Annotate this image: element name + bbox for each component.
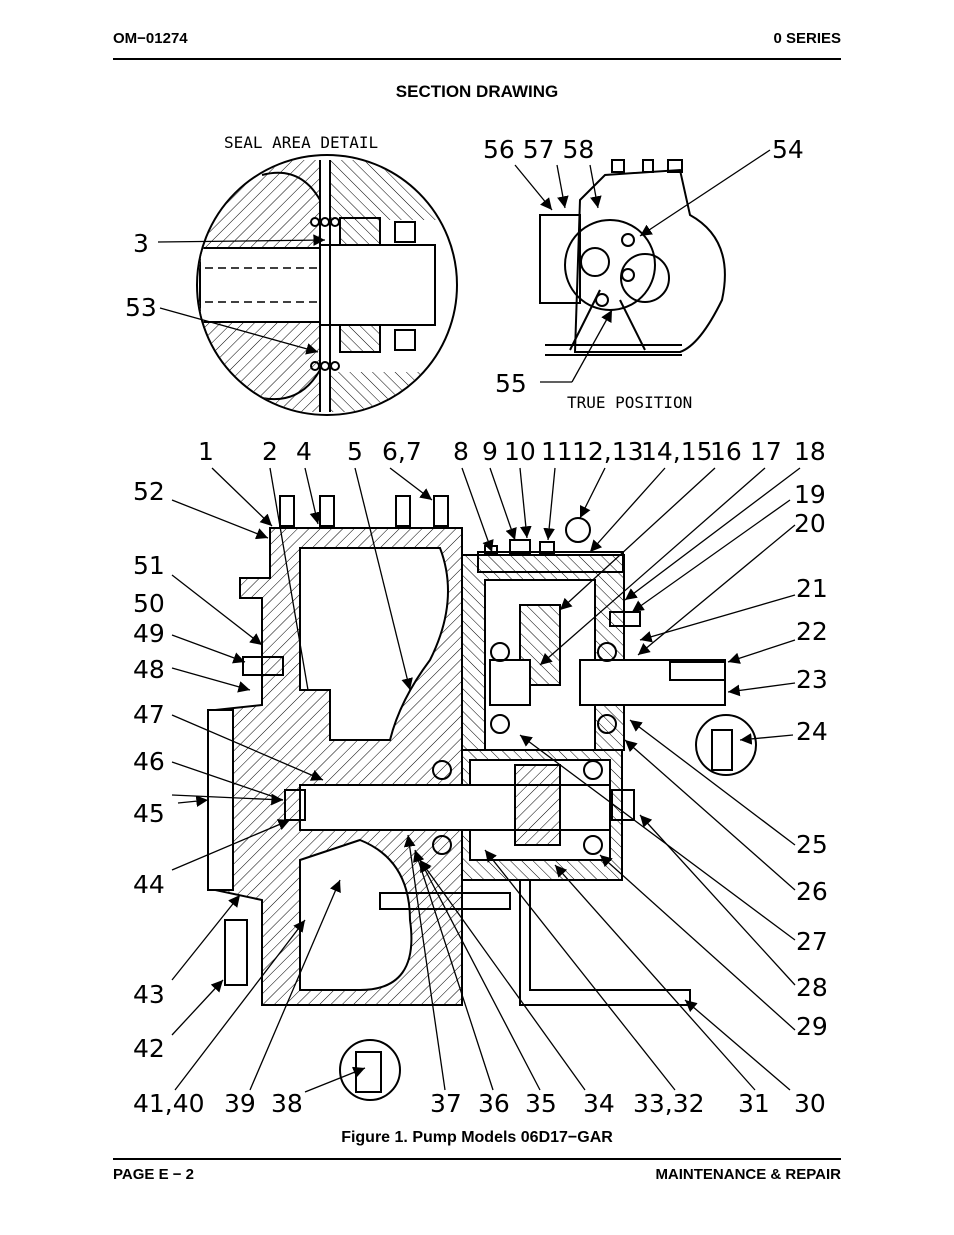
callout-11: 11 [541, 437, 573, 466]
callout-41-40: 41,40 [133, 1089, 205, 1118]
callout-56-58: 56 57 58 [483, 135, 594, 164]
seal-detail-label: SEAL AREA DETAIL [224, 133, 378, 152]
callout-30: 30 [794, 1089, 826, 1118]
callout-52: 52 [133, 477, 165, 506]
callout-37: 37 [430, 1089, 462, 1118]
callout-42: 42 [133, 1034, 165, 1063]
callout-20: 20 [794, 509, 826, 538]
callout-34: 34 [583, 1089, 615, 1118]
true-position-label: TRUE POSITION [567, 393, 692, 412]
callout-29: 29 [796, 1012, 828, 1041]
callout-8: 8 [453, 437, 469, 466]
callout-19: 19 [794, 480, 826, 509]
callout-23: 23 [796, 665, 828, 694]
section-title: SECTION DRAWING [395, 82, 559, 101]
header-rule [113, 58, 841, 60]
callout-33-32: 33,32 [633, 1089, 705, 1118]
leader-lines [157, 149, 801, 1093]
callout-35: 35 [525, 1089, 557, 1118]
callout-27: 27 [796, 927, 828, 956]
callout-36: 36 [478, 1089, 510, 1118]
callout-9: 9 [482, 437, 498, 466]
callout-44: 44 [133, 870, 165, 899]
callout-10: 10 [504, 437, 536, 466]
callout-1: 1 [198, 437, 214, 466]
callout-12-13: 12,13 [572, 437, 644, 466]
callout-16: 16 [710, 437, 742, 466]
callout-14-15: 14,15 [641, 437, 713, 466]
callout-46: 46 [133, 747, 165, 776]
callout-45: 45 [133, 799, 165, 828]
callout-5: 5 [347, 437, 363, 466]
seal-area-detail [196, 154, 458, 416]
callout-39: 39 [224, 1089, 256, 1118]
true-position-view [539, 159, 726, 356]
callout-17: 17 [750, 437, 782, 466]
callout-26: 26 [796, 877, 828, 906]
section-name: MAINTENANCE & REPAIR [655, 1166, 841, 1183]
callout-55: 55 [495, 369, 527, 398]
callout-38: 38 [271, 1089, 303, 1118]
callout-53: 53 [125, 293, 157, 322]
callout-28: 28 [796, 973, 828, 1002]
callout-24: 24 [796, 717, 828, 746]
doc-number: OM−01274 [113, 30, 188, 47]
callout-3: 3 [133, 229, 149, 258]
callout-48: 48 [133, 655, 165, 684]
callout-21: 21 [796, 574, 828, 603]
footer-rule [113, 1158, 841, 1160]
callout-2: 2 [262, 437, 278, 466]
callout-6-7: 6,7 [382, 437, 422, 466]
callout-18: 18 [794, 437, 826, 466]
callout-54: 54 [772, 135, 804, 164]
callout-49: 49 [133, 619, 165, 648]
callout-25: 25 [796, 830, 828, 859]
callout-50: 50 [133, 589, 165, 618]
callout-31: 31 [738, 1089, 770, 1118]
callout-51: 51 [133, 551, 165, 580]
callout-22: 22 [796, 617, 828, 646]
series-label: 0 SERIES [773, 30, 841, 47]
figure-caption: Figure 1. Pump Models 06D17−GAR [341, 1129, 613, 1146]
callout-4: 4 [296, 437, 312, 466]
callout-47: 47 [133, 700, 165, 729]
main-section-view [207, 495, 757, 1101]
callout-43: 43 [133, 980, 165, 1009]
page-number: PAGE E − 2 [113, 1166, 195, 1183]
